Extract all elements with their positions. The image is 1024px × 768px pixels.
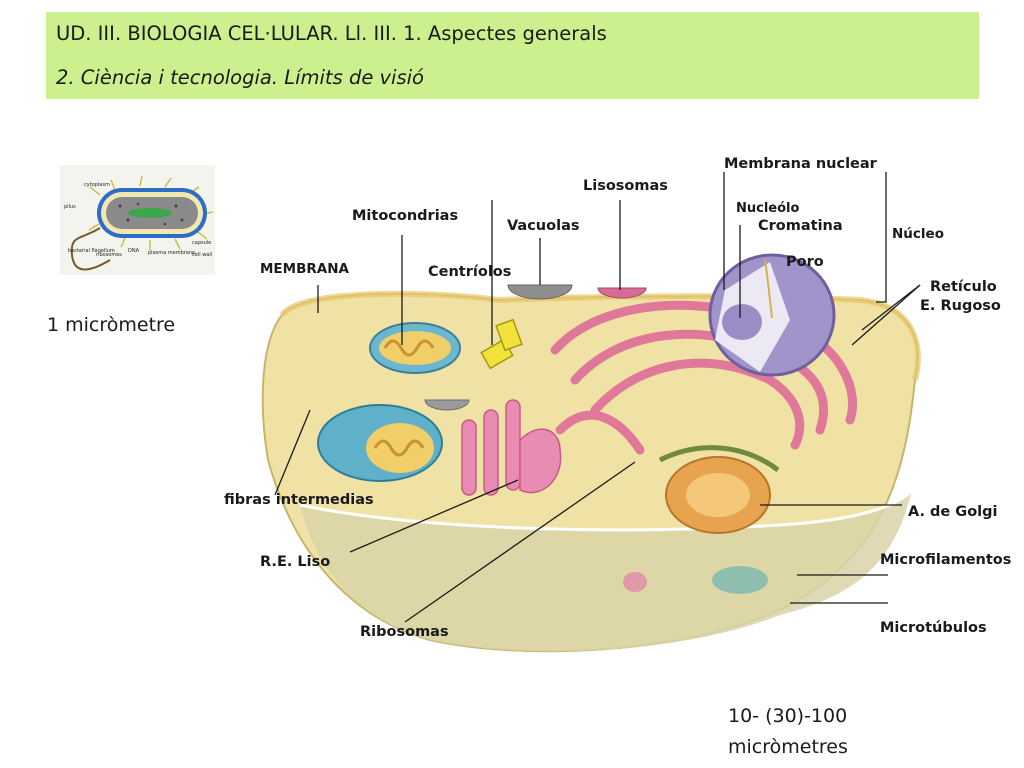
slide-header: UD. III. BIOLOGIA CEL·LULAR. Ll. III. 1.… bbox=[46, 12, 979, 99]
label-microtubulos: Microtúbulos bbox=[880, 620, 987, 636]
label-nucleo: Núcleo bbox=[892, 226, 944, 242]
mitochondria-icon bbox=[317, 322, 461, 482]
nucleolus-icon bbox=[722, 304, 762, 340]
nucleus-icon bbox=[708, 253, 836, 377]
label-vacuolas: Vacuolas bbox=[507, 218, 579, 234]
label-lisosomas: Lisosomas bbox=[583, 178, 668, 194]
label-ribosomas: Ribosomas bbox=[360, 624, 449, 640]
vacuole-icon bbox=[507, 284, 573, 300]
cytoplasm-cut bbox=[300, 490, 912, 652]
label-cromatina: Cromatina bbox=[758, 218, 843, 234]
centriole-icon bbox=[480, 318, 523, 370]
membrane-edge bbox=[279, 290, 921, 381]
label-e-rugoso: E. Rugoso bbox=[920, 298, 1001, 314]
slide-subtitle: 2. Ciència i tecnologia. Límits de visió bbox=[56, 66, 424, 89]
label-nucleolo: Nucleólo bbox=[736, 201, 800, 216]
label-membrana-nuclear: Membrana nuclear bbox=[724, 156, 878, 172]
label-reticulo: Retículo bbox=[930, 279, 997, 295]
bacteria-scale-label: 1 micròmetre bbox=[47, 314, 176, 336]
label-poro: Poro bbox=[786, 254, 824, 270]
label-mitocondrias: Mitocondrias bbox=[352, 208, 458, 224]
slide-title: UD. III. BIOLOGIA CEL·LULAR. Ll. III. 1.… bbox=[56, 22, 607, 45]
smooth-er-icon bbox=[461, 399, 562, 496]
label-re-liso: R.E. Liso bbox=[260, 554, 330, 570]
lysosome-icon bbox=[597, 287, 647, 299]
label-centriolos: Centríolos bbox=[428, 264, 511, 280]
label-golgi: A. de Golgi bbox=[908, 504, 998, 520]
pointer-lines bbox=[274, 172, 921, 623]
label-fibras-intermedias: fibras intermedias bbox=[224, 492, 374, 508]
golgi-icon bbox=[658, 445, 780, 534]
cell-scale-label: 10- (30)-100 micròmetres bbox=[728, 705, 848, 758]
label-membrana: MEMBRANA bbox=[260, 261, 350, 277]
label-microfilamentos: Microfilamentos bbox=[880, 552, 1011, 568]
